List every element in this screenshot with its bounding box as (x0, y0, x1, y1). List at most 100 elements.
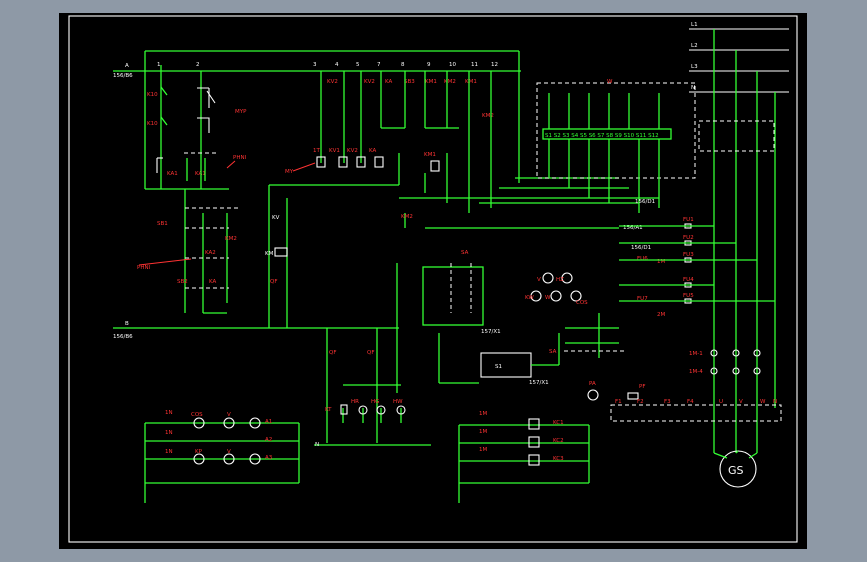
term-f1: F1 (615, 399, 622, 405)
schematic-rect (528, 436, 540, 448)
bus-n-bottom: N (315, 442, 319, 448)
schematic-rect (422, 266, 484, 326)
label-sb2: SB2 (177, 279, 188, 285)
bl-a2: A2 (265, 437, 272, 443)
label-ka2: KA2 (205, 250, 216, 256)
relay-km2-b: KM2 (482, 113, 494, 119)
wire-num-9: 9 (427, 62, 431, 68)
bl-1n-b: 1N (165, 430, 173, 436)
label-kv: KV (272, 215, 280, 221)
relay-kv2-a: KV2 (327, 79, 338, 85)
schematic-circle (249, 417, 261, 429)
schematic-rect (374, 156, 384, 168)
schematic-g (710, 349, 761, 375)
label-kt: KT (325, 407, 332, 413)
schematic-rect (338, 156, 348, 168)
term-n: N (773, 399, 777, 405)
label-qf: QF (270, 279, 278, 285)
label-k10-a: K10 (147, 92, 158, 98)
schematic-circle (587, 389, 599, 401)
schematic-rect (528, 454, 540, 466)
schematic-text: PHNI (233, 155, 247, 161)
wire-num-3: 3 (313, 62, 317, 68)
schematic-g (528, 418, 540, 466)
trans-2m: 2M (657, 312, 665, 318)
wire-num-12: 12 (491, 62, 498, 68)
meter-hz: HZ (556, 277, 564, 283)
schematic-path (206, 90, 216, 104)
fuse-fu7: FU7 (637, 296, 648, 302)
term-f4: F4 (687, 399, 694, 405)
schematic-rect (316, 156, 326, 168)
bl-v-a: V (227, 412, 231, 418)
phase-l3: L3 (691, 64, 698, 70)
schematic: A 156/B6 B 156/B6 1 2 K10 K10 KA1 KA1 PH… (68, 15, 798, 543)
term-f2: F2 (637, 399, 644, 405)
trans-1m: 1M (657, 259, 665, 265)
fuse-fu2: FU2 (683, 235, 694, 241)
bl-1n-c: 1N (165, 449, 173, 455)
label-km2-left: KM2 (225, 236, 237, 242)
schematic-circle (530, 290, 542, 302)
schematic-text: MY (285, 169, 294, 175)
generator-label: GS (728, 464, 744, 477)
bl-1n-a: 1N (165, 410, 173, 416)
schematic-line (735, 450, 739, 454)
ref-157-x1-b: 157/X1 (529, 380, 549, 386)
schematic-circle (732, 367, 740, 375)
label-ka: KA (209, 279, 217, 285)
ref-156-d1-b: 156/D1 (631, 245, 651, 251)
schematic-rect (430, 160, 440, 172)
schematic-g (314, 263, 431, 446)
schematic-circle (561, 272, 573, 284)
s1-label: S1 (495, 364, 502, 370)
bus-b-ref: 156/B6 (113, 334, 133, 340)
schematic-g (144, 422, 300, 503)
schematic-g (316, 156, 440, 172)
label-pa: PA (589, 381, 596, 387)
bl-a3: A3 (265, 455, 273, 461)
schematic-line (226, 160, 236, 169)
s1-box (480, 352, 532, 378)
fuse-fu3: FU3 (683, 252, 694, 258)
bl-v-b: V (227, 449, 231, 455)
schematic-circle (753, 367, 761, 375)
coil-1t: 1T (313, 148, 320, 154)
schematic-g (713, 29, 776, 453)
schematic-circle (358, 405, 368, 415)
relay-km1-a: KM1 (425, 79, 437, 85)
term-v: V (739, 399, 743, 405)
bl-a1: A1 (265, 419, 272, 425)
br-kc3: KC3 (553, 456, 564, 462)
schematic-g (193, 417, 261, 465)
term-w: W (760, 399, 766, 405)
label-hg: HG (371, 399, 379, 405)
schematic-line (748, 452, 758, 459)
schematic-rect (528, 418, 540, 430)
coil-ka: KA (369, 148, 377, 154)
coil-kv1: KV1 (329, 148, 340, 154)
label-qf-b: QF (367, 350, 375, 356)
label-qf-a: QF (329, 350, 337, 356)
ct-1m-1: 1M-1 (689, 351, 703, 357)
bl-cos: COS (191, 412, 203, 418)
meter-kw: KW (525, 295, 534, 301)
meter-v: V (537, 277, 541, 283)
schematic-text: SA (549, 349, 557, 355)
schematic-g (458, 424, 590, 503)
coil-km1: KM1 (424, 152, 436, 158)
label-sb1: SB1 (157, 221, 168, 227)
schematic-text: PHNI (137, 265, 151, 271)
schematic-g (438, 313, 619, 384)
wire-num-7: 7 (377, 62, 381, 68)
schematic-g (530, 272, 582, 302)
schematic-circle (249, 453, 261, 465)
bus-a-ref: 156/B6 (113, 73, 133, 79)
schematic-text: MYP (235, 109, 247, 115)
schematic-circle (542, 272, 554, 284)
schematic-circle (396, 405, 406, 415)
term-u: U (719, 399, 723, 405)
fuse-fu5: FU5 (683, 293, 694, 299)
bus-b-label: B (125, 321, 129, 327)
schematic-circle (193, 453, 205, 465)
